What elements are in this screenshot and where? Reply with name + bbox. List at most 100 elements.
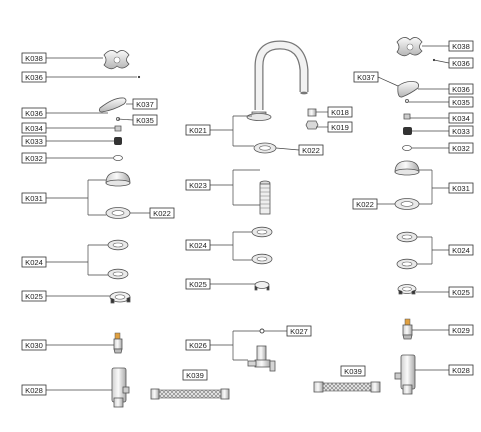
label-K036-right: K036 bbox=[448, 83, 474, 95]
right-ring-upper bbox=[396, 231, 418, 243]
label-K019: K019 bbox=[327, 121, 353, 133]
svg-text:K029: K029 bbox=[452, 326, 470, 335]
label-K025-left: K025 bbox=[21, 290, 47, 302]
svg-text:K025: K025 bbox=[25, 292, 43, 301]
svg-text:K028: K028 bbox=[452, 366, 470, 375]
svg-text:K031: K031 bbox=[25, 194, 43, 203]
label-K028-right: K028 bbox=[448, 364, 474, 376]
label-K038-left: K038 bbox=[21, 52, 47, 64]
label-K025-center: K025 bbox=[185, 278, 211, 290]
left-valve-assembly bbox=[98, 50, 141, 408]
svg-text:K018: K018 bbox=[331, 108, 349, 117]
label-K036-left: K036 bbox=[21, 107, 47, 119]
svg-text:K022: K022 bbox=[356, 200, 374, 209]
right-valve-cap bbox=[394, 160, 420, 176]
label-K039-right: K039 bbox=[340, 365, 366, 377]
label-K039-center: K039 bbox=[182, 369, 208, 381]
label-K024-center: K024 bbox=[185, 239, 211, 251]
label-K028-left: K028 bbox=[21, 384, 47, 396]
svg-text:K025: K025 bbox=[189, 280, 207, 289]
svg-text:K028: K028 bbox=[25, 386, 43, 395]
label-K032-right: K032 bbox=[448, 142, 474, 154]
svg-text:K024: K024 bbox=[189, 241, 207, 250]
label-K027: K027 bbox=[286, 325, 312, 337]
label-K032-left: K032 bbox=[21, 152, 47, 164]
svg-text:K022: K022 bbox=[153, 209, 171, 218]
label-K036-left-top: K036 bbox=[21, 71, 47, 83]
label-K022-left: K022 bbox=[149, 207, 175, 219]
center-braided-hose bbox=[150, 388, 230, 400]
threaded-shank bbox=[259, 180, 271, 215]
svg-text:K034: K034 bbox=[25, 124, 43, 133]
label-K024-left: K024 bbox=[21, 256, 47, 268]
aerator bbox=[305, 108, 319, 130]
right-cross-handle bbox=[396, 37, 423, 57]
left-ring-lower bbox=[107, 268, 129, 280]
left-washer bbox=[105, 207, 131, 219]
part-labels: K038 K036 K037 K036 K035 K034 K033 K032 … bbox=[21, 40, 474, 396]
left-screw-dot bbox=[137, 75, 141, 79]
left-o-ring bbox=[113, 154, 123, 161]
right-ring-lower bbox=[396, 258, 418, 270]
svg-text:K024: K024 bbox=[452, 246, 470, 255]
spout bbox=[246, 40, 309, 121]
label-K026: K026 bbox=[185, 339, 211, 351]
svg-text:K023: K023 bbox=[189, 181, 207, 190]
svg-text:K036: K036 bbox=[452, 85, 470, 94]
svg-text:K030: K030 bbox=[25, 341, 43, 350]
right-lever-handle bbox=[397, 81, 420, 98]
right-screw bbox=[404, 99, 409, 104]
right-washer bbox=[394, 198, 420, 210]
center-lock-nut bbox=[254, 281, 270, 291]
svg-text:K032: K032 bbox=[25, 154, 43, 163]
right-braided-hose bbox=[313, 381, 381, 393]
svg-text:K031: K031 bbox=[452, 184, 470, 193]
svg-text:K019: K019 bbox=[331, 123, 349, 132]
svg-text:K039: K039 bbox=[344, 367, 362, 376]
left-ring-upper bbox=[107, 239, 129, 251]
svg-text:K036: K036 bbox=[452, 59, 470, 68]
label-K035-left: K035 bbox=[132, 114, 158, 126]
label-K038-right: K038 bbox=[448, 40, 474, 52]
svg-text:K035: K035 bbox=[452, 98, 470, 107]
right-o-ring bbox=[402, 144, 412, 151]
label-K029-right: K029 bbox=[448, 324, 474, 336]
svg-text:K037: K037 bbox=[357, 73, 375, 82]
left-valve-cap bbox=[105, 171, 131, 187]
label-K023: K023 bbox=[185, 179, 211, 191]
label-K035-right: K035 bbox=[448, 96, 474, 108]
svg-text:K026: K026 bbox=[189, 341, 207, 350]
label-K034-left: K034 bbox=[21, 122, 47, 134]
left-connector bbox=[113, 332, 123, 354]
label-K037-right: K037 bbox=[353, 71, 379, 83]
center-ring-upper bbox=[251, 226, 273, 238]
center-washer bbox=[253, 142, 277, 154]
label-K031-right: K031 bbox=[448, 182, 474, 194]
label-K022-center: K022 bbox=[298, 144, 324, 156]
svg-text:K037: K037 bbox=[136, 100, 154, 109]
label-K036-right-top: K036 bbox=[448, 57, 474, 69]
label-K033-left: K033 bbox=[21, 135, 47, 147]
label-K037-left: K037 bbox=[132, 98, 158, 110]
left-elbow-pipe bbox=[111, 367, 130, 408]
left-spline-adapter bbox=[114, 137, 122, 145]
svg-text:K022: K022 bbox=[302, 146, 320, 155]
label-K034-right: K034 bbox=[448, 112, 474, 124]
label-K021: K021 bbox=[185, 124, 211, 136]
svg-text:K021: K021 bbox=[189, 126, 207, 135]
right-spindle bbox=[403, 113, 411, 120]
left-cross-handle bbox=[103, 50, 130, 70]
svg-text:K027: K027 bbox=[290, 327, 308, 336]
center-ring-lower bbox=[251, 253, 273, 265]
right-lock-nut bbox=[397, 284, 417, 295]
label-K031-left: K031 bbox=[21, 192, 47, 204]
label-K018: K018 bbox=[327, 106, 353, 118]
svg-text:K033: K033 bbox=[452, 127, 470, 136]
label-K022-right: K022 bbox=[352, 198, 378, 210]
svg-text:K038: K038 bbox=[452, 42, 470, 51]
label-K030-left: K030 bbox=[21, 339, 47, 351]
svg-text:K035: K035 bbox=[136, 116, 154, 125]
svg-text:K025: K025 bbox=[452, 288, 470, 297]
left-lock-nut bbox=[109, 291, 131, 304]
label-K025-right: K025 bbox=[448, 286, 474, 298]
